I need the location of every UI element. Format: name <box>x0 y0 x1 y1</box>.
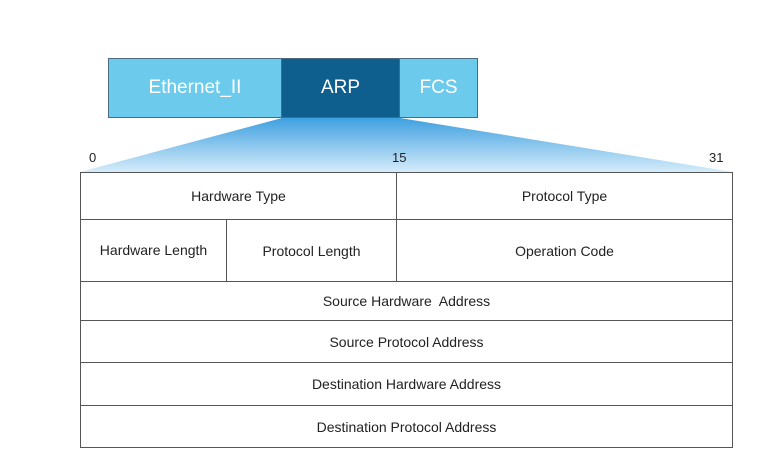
field-destination-hardware-address: Destination Hardware Address <box>311 376 502 392</box>
field-protocol-length: Protocol Length <box>226 220 396 281</box>
packet-row: Source Hardware Address <box>81 282 732 321</box>
ethernet-frame-bar: Ethernet_II ARP FCS <box>108 58 478 118</box>
field-destination-protocol-address: Destination Protocol Address <box>316 418 497 435</box>
fcs-segment: FCS <box>400 58 478 118</box>
packet-row: Source Protocol Address <box>81 321 732 363</box>
field-operation-code: Operation Code <box>396 220 732 281</box>
packet-row: Hardware Type Protocol Type <box>81 173 732 220</box>
field-hardware-length: Hardware Length <box>99 242 208 258</box>
bit-label-31: 31 <box>709 150 724 165</box>
packet-row: Hardware Length Protocol Length Operatio… <box>81 220 732 282</box>
arp-segment: ARP <box>282 58 400 118</box>
packet-row: Destination Hardware Address <box>81 363 732 406</box>
field-source-hardware-address: Source Hardware Address <box>322 293 491 309</box>
field-protocol-type: Protocol Type <box>396 173 732 219</box>
bit-label-15: 15 <box>392 150 407 165</box>
field-hardware-type: Hardware Type <box>191 188 286 204</box>
packet-row: Destination Protocol Address <box>81 406 732 447</box>
ethernet-ii-segment: Ethernet_II <box>108 58 282 118</box>
bit-label-0: 0 <box>89 150 97 165</box>
field-source-protocol-address: Source Protocol Address <box>329 333 484 350</box>
arp-packet-format: Hardware Type Protocol Type Hardware Len… <box>80 172 733 448</box>
